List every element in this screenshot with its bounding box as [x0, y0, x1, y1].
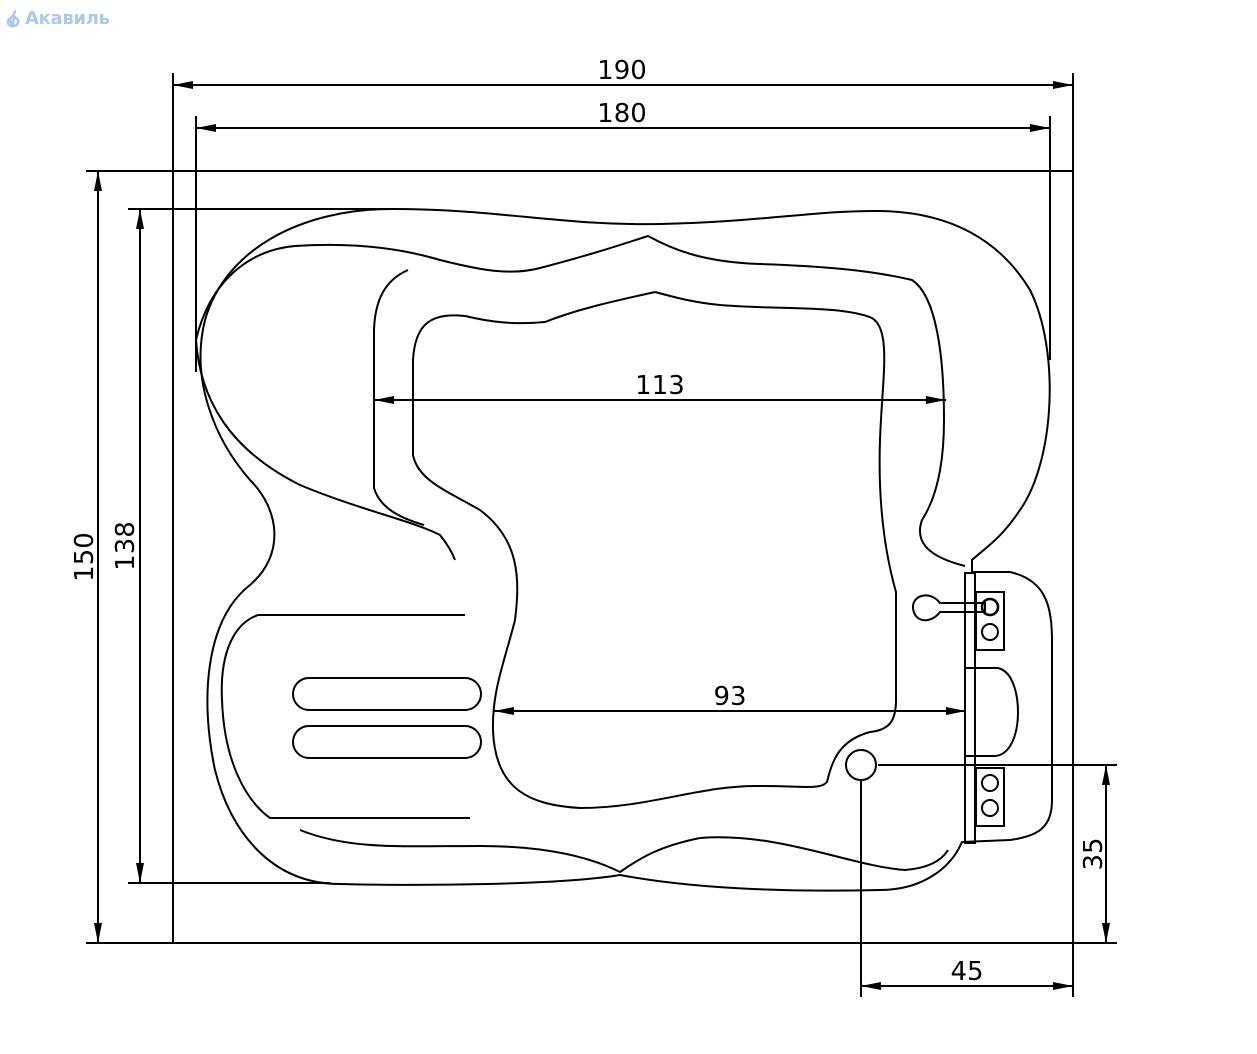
- dim-label-outer-height: 150: [70, 532, 100, 582]
- dimension-lines: [94, 81, 1110, 990]
- control-button: [981, 799, 999, 817]
- grip-upper: [292, 677, 482, 711]
- dim-label-drain-y: 35: [1079, 837, 1109, 870]
- armrest: [965, 667, 1020, 757]
- brand-logo-text: Акавиль: [25, 8, 110, 29]
- control-buttons-lower: [975, 767, 1005, 827]
- tub-bowl-left-lobe: [195, 339, 456, 561]
- dim-label-inner-width: 180: [597, 99, 647, 129]
- tub-outer-rim: [199, 207, 1053, 892]
- control-button: [981, 623, 999, 641]
- dim-label-seat-span: 113: [635, 371, 685, 401]
- dim-label-drain-x: 45: [950, 957, 983, 987]
- tub-bowl-lower-left: [220, 614, 470, 819]
- drain: [845, 749, 877, 781]
- drop-hand-icon: [6, 9, 20, 28]
- faucet: [911, 594, 986, 622]
- outer-frame: [172, 170, 1074, 944]
- control-buttons-upper: [975, 591, 1005, 651]
- grip-lower: [292, 725, 482, 759]
- control-button: [980, 597, 1000, 617]
- dim-label-floor-span: 93: [713, 682, 746, 712]
- tub-bowl-upper: [195, 234, 966, 567]
- seat-back: [373, 269, 425, 526]
- control-button: [981, 774, 999, 792]
- extension-lines: [86, 73, 1117, 997]
- control-panel: [964, 572, 976, 844]
- dim-label-inner-height: 138: [111, 521, 141, 571]
- dim-label-outer-width: 190: [597, 56, 647, 86]
- brand-logo: Акавиль: [6, 8, 110, 29]
- tub-footwell: [412, 291, 897, 810]
- tub-bowl-lower: [299, 829, 949, 874]
